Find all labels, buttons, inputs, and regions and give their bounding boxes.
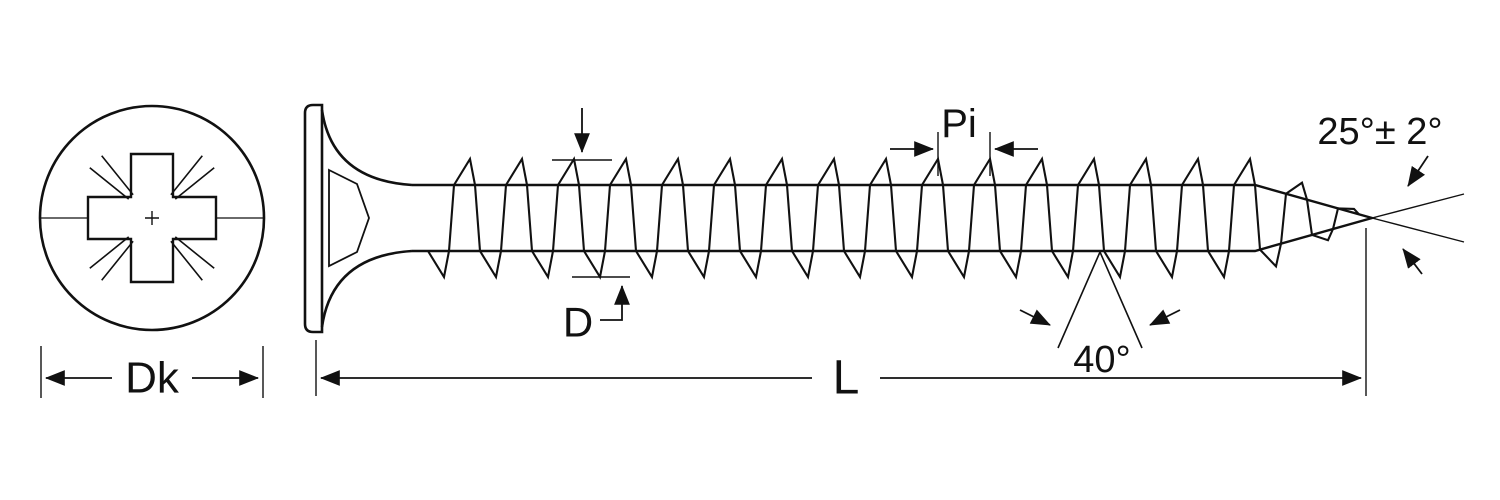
center-cross-mark [145,211,159,225]
dimension-angle-40 [1019,251,1181,349]
angle-25-arrow-bottom [1402,248,1423,275]
dimension-d [552,108,630,321]
dimension-pi [890,132,1038,176]
l-extension-lines [315,228,1367,396]
label-l: L [833,352,860,405]
head-front-view [38,104,266,332]
dk-extension-lines [40,346,264,398]
thread-profile [427,156,1360,280]
dimension-dk [40,346,264,398]
screw-side-view [303,103,1377,334]
head-taper-top [320,109,413,187]
head-outline-circle [38,104,266,332]
label-pi: Pi [941,102,977,146]
label-dk: Dk [125,354,180,403]
pozidriv-cross-recess [86,152,218,284]
angle-25-fan-lines [1371,193,1465,243]
label-angle-25: 25°± 2° [1317,111,1442,153]
head-recess-profile [328,168,370,268]
screw-head-profile [303,103,324,334]
pi-extension-lines [937,132,991,176]
d-elbow-arrow-up [600,285,630,321]
dimension-angle-25 [1371,155,1465,275]
dimension-l [315,228,1367,396]
angle-25-arrow-top [1407,155,1429,187]
angle-40-arrow-right [1149,309,1181,326]
d-cap-lines [552,159,630,278]
label-angle-40: 40° [1073,339,1130,381]
label-d: D [563,299,593,346]
head-taper-bottom [320,249,413,328]
pozidriv-tick-marks [89,155,215,281]
angle-40-arrow-left [1019,309,1051,326]
angle-40-legs [1057,251,1143,349]
